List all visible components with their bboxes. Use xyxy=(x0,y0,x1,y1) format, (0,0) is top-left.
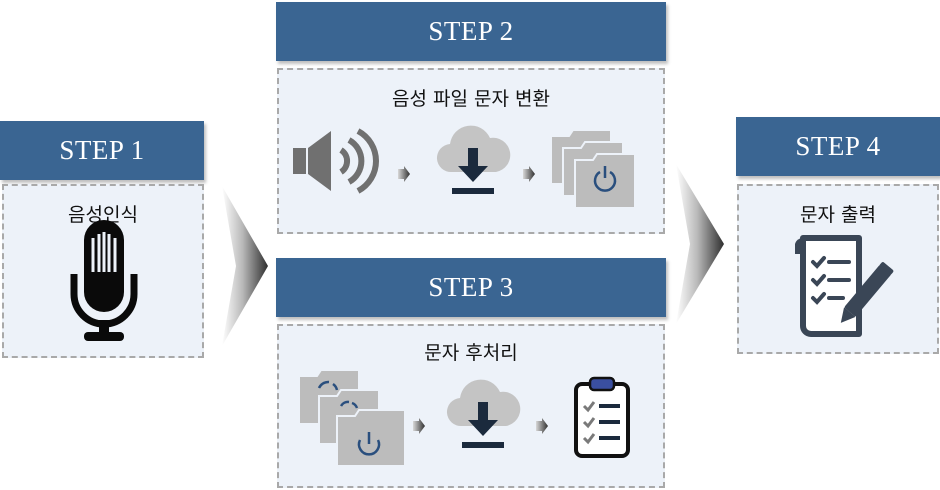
speaker-icon xyxy=(293,128,383,194)
step3-title: 문자 후처리 xyxy=(424,342,518,364)
step2-title: 음성 파일 문자 변환 xyxy=(392,88,550,110)
small-arrow-icon xyxy=(536,418,548,434)
big-arrow-2-icon xyxy=(676,164,724,324)
document-checklist-pen-icon xyxy=(791,232,894,340)
small-arrow-icon xyxy=(398,166,410,182)
small-arrow-icon xyxy=(413,418,425,434)
step4-title: 문자 출력 xyxy=(800,204,876,226)
step1-title: 음성인식 xyxy=(68,204,138,226)
step2-box: 음성 파일 문자 변환 xyxy=(277,68,665,234)
loading-documents-icon xyxy=(297,368,409,468)
step4-header: STEP 4 xyxy=(736,117,940,176)
big-arrow-1-icon xyxy=(222,186,268,346)
cloud-download-icon xyxy=(436,122,511,200)
power-documents-icon xyxy=(549,128,649,212)
step2-header: STEP 2 xyxy=(276,2,666,61)
small-arrow-icon xyxy=(523,166,535,182)
step4-box: 문자 출력 xyxy=(737,184,939,354)
microphone-icon xyxy=(66,220,142,344)
cloud-download-icon xyxy=(446,376,521,454)
step1-box: 음성인식 xyxy=(2,184,204,358)
step1-header: STEP 1 xyxy=(0,121,204,180)
step3-box: 문자 후처리 xyxy=(277,324,665,488)
step3-header: STEP 3 xyxy=(276,258,666,317)
clipboard-checklist-icon xyxy=(574,374,630,458)
